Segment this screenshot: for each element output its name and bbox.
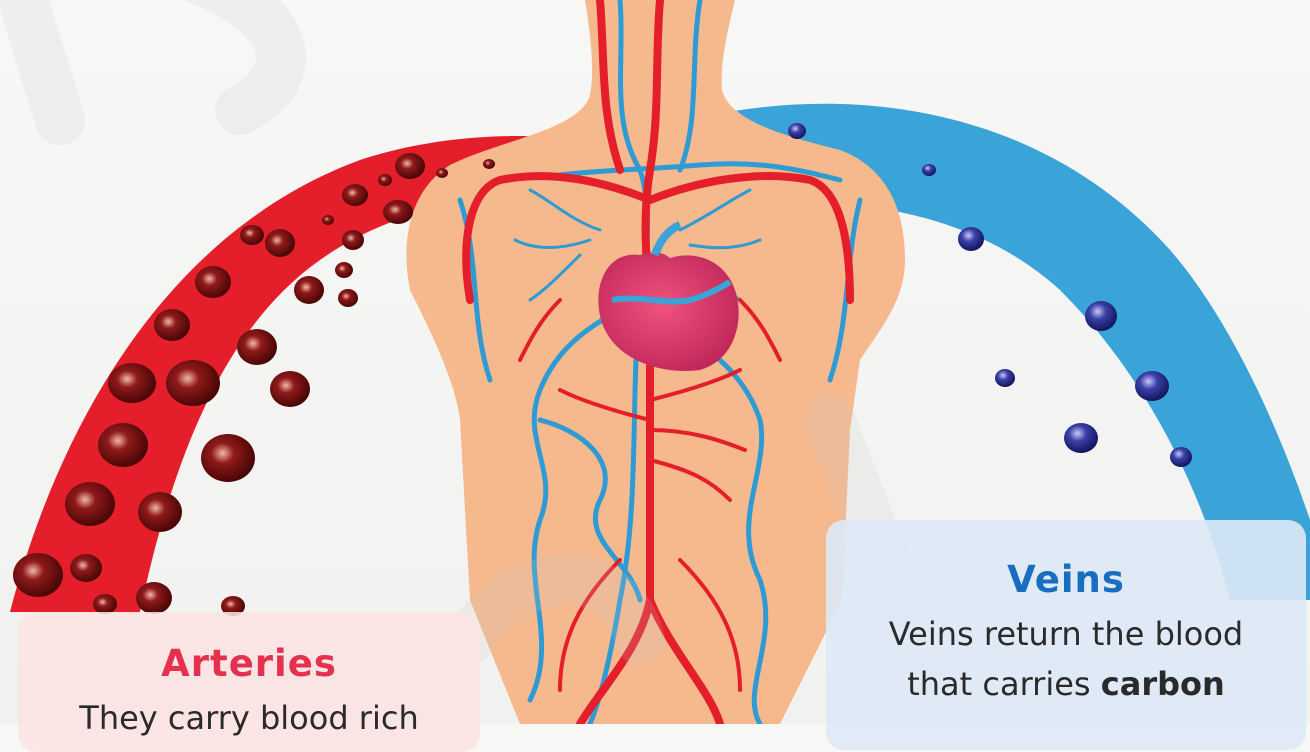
veins-title: Veins: [826, 558, 1306, 601]
arteries-title: Arteries: [18, 642, 480, 685]
arteries-description: They carry blood rich: [18, 693, 480, 743]
veins-description: Veins return the blood that carries carb…: [826, 609, 1306, 709]
veins-info-panel: Veins Veins return the blood that carrie…: [826, 520, 1306, 750]
veins-description-line2: that carries: [907, 665, 1101, 703]
veins-description-line1: Veins return the blood: [889, 615, 1243, 653]
arteries-info-panel: Arteries They carry blood rich: [18, 612, 480, 752]
veins-description-bold: carbon: [1101, 665, 1225, 703]
